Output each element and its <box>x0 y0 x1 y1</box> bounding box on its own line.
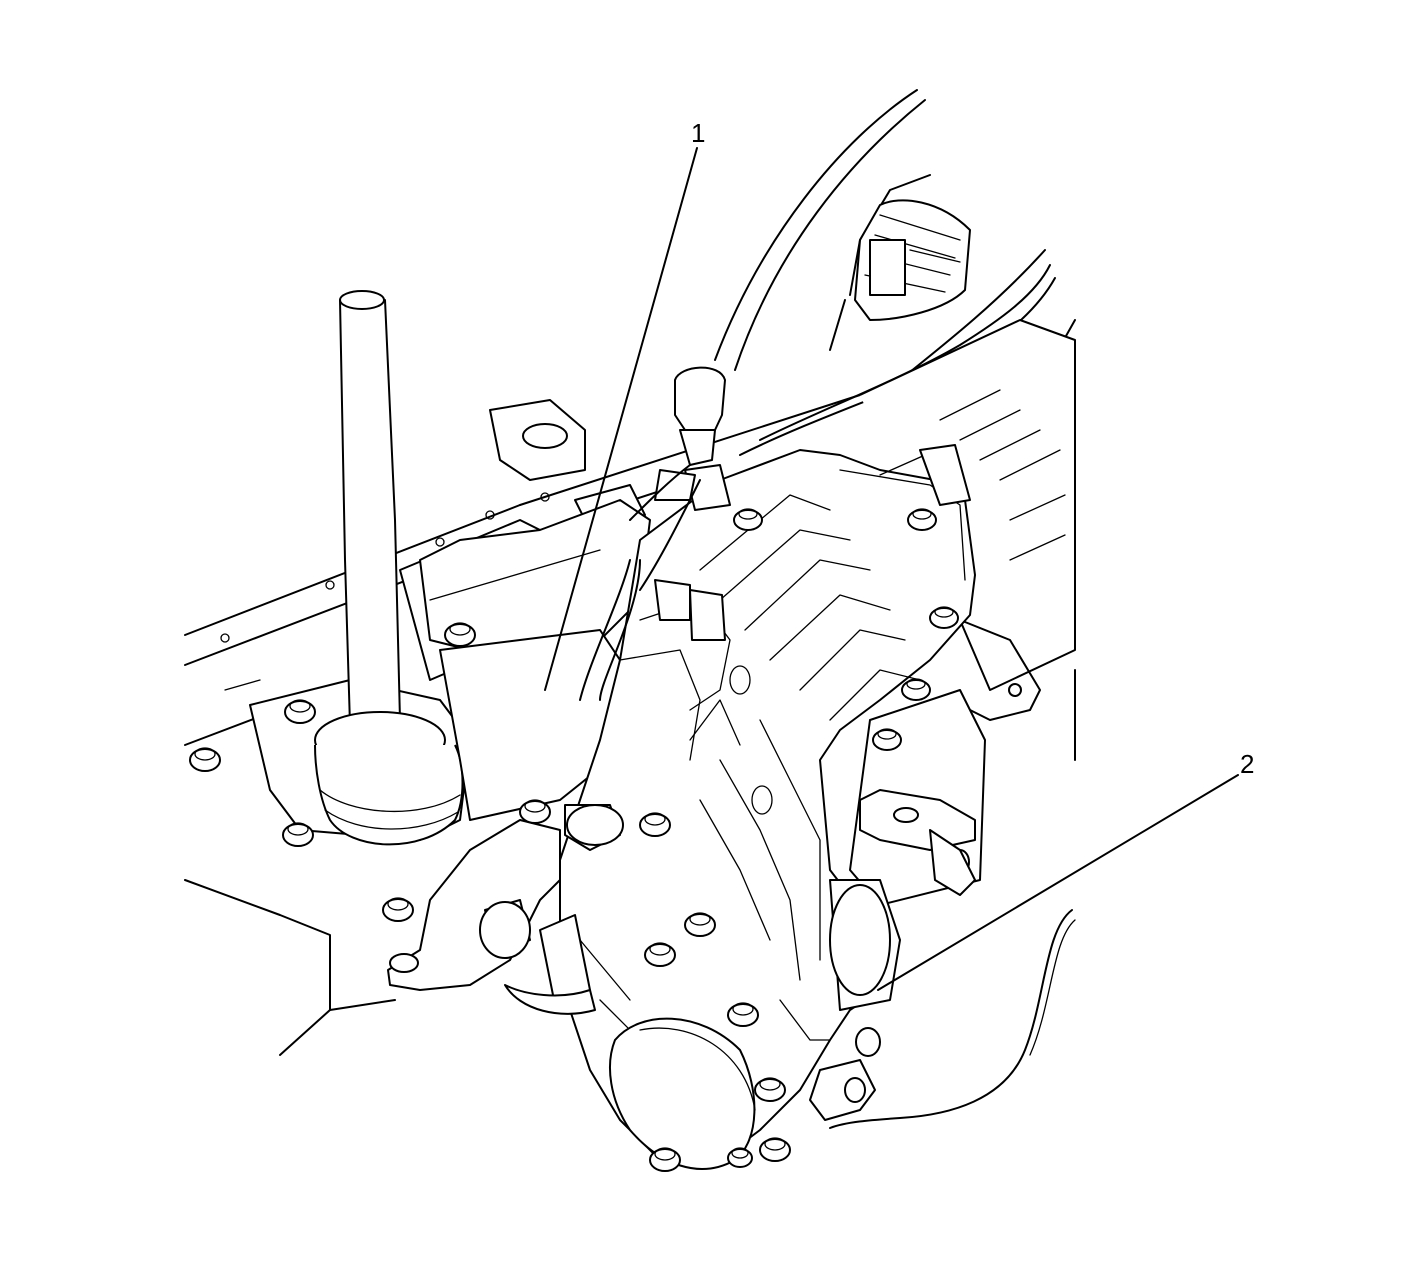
bolt <box>685 913 715 936</box>
bolt <box>190 748 220 771</box>
shift-lever <box>315 291 463 844</box>
encoder-motor <box>610 1019 880 1169</box>
callout-2-label: 2 <box>1240 749 1254 779</box>
bolt <box>728 1003 758 1026</box>
vent-wire <box>830 910 1075 1128</box>
bolt <box>520 800 550 823</box>
bolt <box>760 1138 790 1161</box>
bolt <box>445 623 475 646</box>
bolts <box>190 509 958 1171</box>
adapter-housing <box>420 500 650 820</box>
shift-cable-end <box>580 368 730 700</box>
callout-2-leader <box>878 775 1238 990</box>
bolt <box>728 1148 752 1167</box>
bolt <box>902 679 930 700</box>
bolt <box>930 607 958 628</box>
bolt <box>908 509 936 530</box>
mount-bracket <box>388 805 623 1014</box>
bolt <box>645 943 675 966</box>
bolt <box>873 729 901 750</box>
callout-leaders <box>545 148 1238 990</box>
bolt <box>640 813 670 836</box>
bolt <box>755 1078 785 1101</box>
transmission-housing <box>860 320 1075 720</box>
bolt <box>283 823 313 846</box>
rear-output-yoke <box>830 690 985 1010</box>
bolt <box>383 898 413 921</box>
callout-1-label: 1 <box>691 118 705 148</box>
bolt <box>734 509 762 530</box>
shift-cables <box>715 90 1055 455</box>
bolt <box>285 700 315 723</box>
callout-1-leader <box>545 148 697 690</box>
exhaust-hose <box>855 200 970 320</box>
bolt <box>650 1148 680 1171</box>
